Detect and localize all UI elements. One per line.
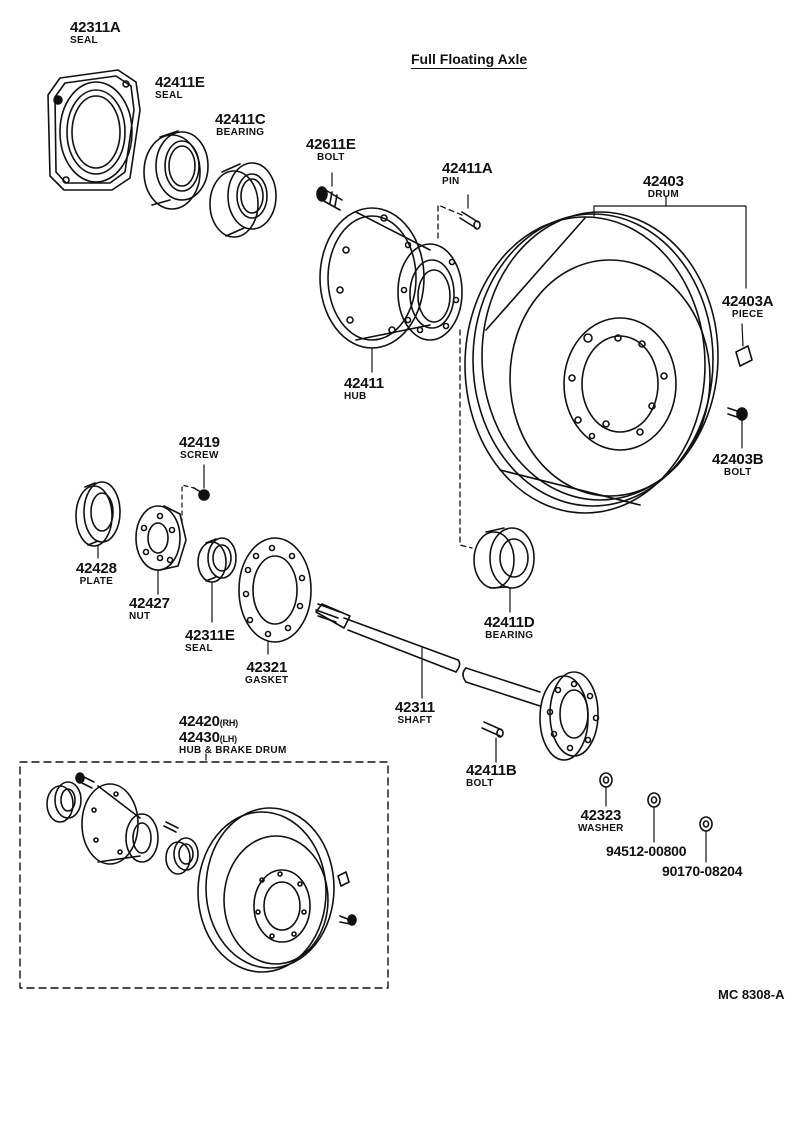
seal-42311E-drawing xyxy=(198,538,236,622)
label-94512-00800: 94512-00800 xyxy=(606,843,687,859)
shaft-42311-drawing xyxy=(316,604,599,760)
gasket-42321-drawing xyxy=(239,538,311,654)
part-number-rh: 42420(RH) xyxy=(179,714,287,729)
pin-42411A-drawing xyxy=(438,195,480,238)
part-number: 42411D xyxy=(484,614,535,631)
part-number: 90170-08204 xyxy=(662,863,743,879)
label-42311: 42311 SHAFT xyxy=(395,700,435,726)
bearing-42411D-drawing xyxy=(474,528,534,612)
part-name: BOLT xyxy=(466,778,494,789)
part-94512-00800-drawing xyxy=(648,793,660,842)
seal-42311A-drawing xyxy=(48,70,140,190)
part-number: 42411E xyxy=(155,74,205,91)
assembly-suffix-rh: (RH) xyxy=(219,718,238,728)
assembly-42420-box xyxy=(20,754,388,988)
assembly-number-lh: 42430 xyxy=(179,729,220,746)
part-number: 42427 xyxy=(129,595,170,612)
part-name: SHAFT xyxy=(397,715,433,726)
part-name: NUT xyxy=(129,611,151,622)
label-42411E: 42411E SEAL xyxy=(155,75,205,101)
part-number: 42321 xyxy=(246,659,288,676)
screw-42419-drawing xyxy=(182,465,209,523)
part-number: 42611E xyxy=(306,136,356,153)
assembly-suffix-lh: (LH) xyxy=(219,734,237,744)
seal-42411E-drawing xyxy=(144,131,208,209)
drum-42403-drawing xyxy=(465,196,746,513)
part-number: 42411B xyxy=(466,762,517,779)
label-42411D: 42411D BEARING xyxy=(484,615,535,641)
part-number-lh: 42430(LH) xyxy=(179,730,287,745)
assembly-name: HUB & BRAKE DRUM xyxy=(179,745,287,756)
part-name: PLATE xyxy=(79,576,114,587)
label-42427: 42427 NUT xyxy=(129,596,170,622)
label-42311A: 42311A SEAL xyxy=(70,20,121,46)
part-number: 42411C xyxy=(215,111,266,128)
part-number: 42323 xyxy=(580,807,622,824)
label-42403: 42403 DRUM xyxy=(643,174,684,200)
part-number: 42311A xyxy=(70,19,121,36)
label-42321: 42321 GASKET xyxy=(245,660,288,686)
part-name: WASHER xyxy=(578,823,624,834)
label-42611E: 42611E BOLT xyxy=(306,137,356,163)
diagram-title: Full Floating Axle xyxy=(411,51,528,69)
part-number: 42403B xyxy=(712,451,764,468)
bolt-42403B-drawing xyxy=(728,408,747,448)
part-name: SEAL xyxy=(155,90,183,101)
part-name: BOLT xyxy=(723,467,752,478)
plate-42428-drawing xyxy=(76,482,120,558)
label-42323: 42323 WASHER xyxy=(578,808,624,834)
part-number: 42428 xyxy=(76,560,117,577)
part-name: BEARING xyxy=(216,127,265,138)
part-name: PIN xyxy=(442,176,460,187)
part-name: GASKET xyxy=(245,675,289,686)
label-42419: 42419 SCREW xyxy=(179,435,220,461)
part-90170-08204-drawing xyxy=(700,817,712,862)
bolt-42611E-drawing xyxy=(317,173,342,210)
piece-42403A-drawing xyxy=(736,324,752,366)
hub-42411-drawing xyxy=(320,208,472,548)
part-number: 42411 xyxy=(344,375,384,392)
label-42411: 42411 HUB xyxy=(344,376,384,402)
figure-code: MC 8308-A xyxy=(718,987,785,1002)
part-number: 42311E xyxy=(185,627,235,644)
part-name: BOLT xyxy=(317,152,345,163)
bearing-42411C-drawing xyxy=(210,163,276,237)
part-name: PIECE xyxy=(731,309,764,320)
part-name: SCREW xyxy=(179,450,219,461)
nut-42427-drawing xyxy=(136,506,186,594)
bolt-42411B-drawing xyxy=(482,722,503,762)
label-42403B: 42403B BOLT xyxy=(712,451,764,478)
part-name: HUB xyxy=(344,391,367,402)
label-42403A: 42403A PIECE xyxy=(722,293,774,320)
label-42311E: 42311E SEAL xyxy=(185,628,235,654)
part-number: 42311 xyxy=(395,699,435,716)
label-assembly-42420: 42420(RH) 42430(LH) HUB & BRAKE DRUM xyxy=(179,714,287,756)
part-number: 42411A xyxy=(442,160,493,177)
part-number: 42403 xyxy=(643,173,684,190)
part-name: BEARING xyxy=(485,630,534,641)
label-42411A: 42411A PIN xyxy=(442,161,493,187)
label-42411C: 42411C BEARING xyxy=(215,112,266,138)
part-name: SEAL xyxy=(70,35,98,46)
part-name: DRUM xyxy=(647,189,679,200)
label-90170-08204: 90170-08204 xyxy=(662,863,743,879)
part-number: 42403A xyxy=(722,293,774,310)
label-42411B: 42411B BOLT xyxy=(466,763,517,789)
assembly-number-rh: 42420 xyxy=(179,713,220,730)
part-number: 42419 xyxy=(179,434,220,451)
label-42428: 42428 PLATE xyxy=(76,561,117,587)
washer-42323-drawing xyxy=(600,773,612,806)
part-name: SEAL xyxy=(185,643,213,654)
part-number: 94512-00800 xyxy=(606,843,687,859)
